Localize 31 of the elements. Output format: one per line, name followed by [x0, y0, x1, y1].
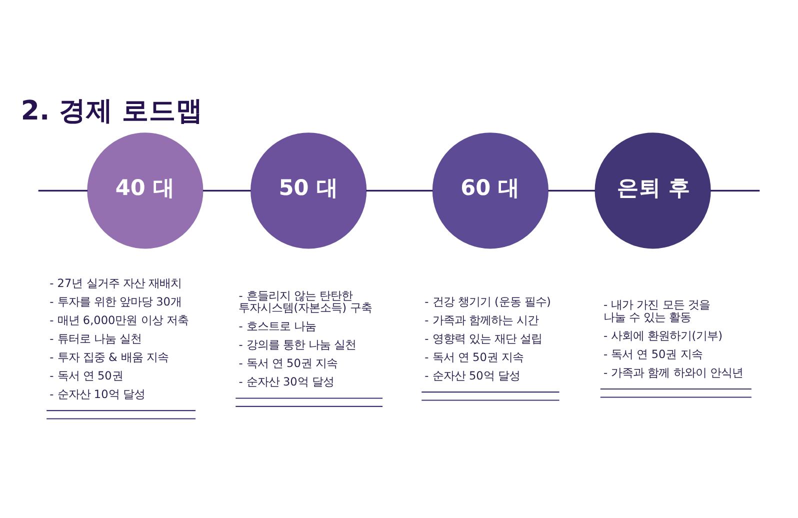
diagram-title: 2. 경제 로드맵 [20, 96, 204, 127]
connector [202, 190, 251, 192]
node-label: - 매년 6,000만원 이상 저축 [50, 314, 188, 328]
node-label: - 흔들리지 않는 탄탄한 투자시스템(자본소득) 구축 [238, 289, 372, 315]
node-label: - 순자산 10억 달성 [50, 388, 145, 402]
node-label: - 강의를 통한 나눔 실천 [238, 338, 356, 352]
node-label: - 독서 연 50권 지속 [603, 348, 702, 361]
connector [710, 190, 760, 192]
node-label: - 투자를 위한 앞마당 30개 [50, 296, 182, 309]
node-circle: 40 대 [87, 132, 204, 249]
connector [366, 190, 433, 192]
node-label: - 순자산 30억 달성 [238, 376, 334, 389]
node-label: - 건강 챙기기 (운동 필수) [424, 296, 551, 309]
node-label: - 순자산 50억 달성 [424, 370, 520, 383]
node-label: - 가족과 함께 하와이 안식년 [603, 366, 743, 380]
node-label: - 27년 실거주 자산 재배치 [50, 277, 182, 290]
node-circle: 60 대 [432, 132, 548, 249]
node-label: - 투자 집중 & 배움 지속 [50, 351, 168, 364]
node-label: - 독서 연 50권 지속 [424, 351, 524, 364]
node-label: - 호스트로 나눔 [238, 320, 316, 334]
node-label: - 사회에 환원하기(기부) [603, 329, 723, 342]
connector [548, 190, 596, 192]
node-circle: 50 대 [250, 132, 367, 249]
node-label: - 내가 가진 모든 것을 나눌 수 있는 활동 [603, 298, 710, 324]
node-label: - 독서 연 50권 [50, 370, 123, 383]
node-label: - 가족과 함께하는 시간 [424, 314, 539, 328]
node-label: - 독서 연 50권 지속 [238, 357, 338, 370]
connector [38, 190, 88, 192]
node-label: - 영향력 있는 재단 설립 [424, 332, 542, 346]
node-label: - 튜터로 나눔 실천 [50, 332, 142, 346]
node-circle: 은퇴 후 [594, 132, 711, 249]
